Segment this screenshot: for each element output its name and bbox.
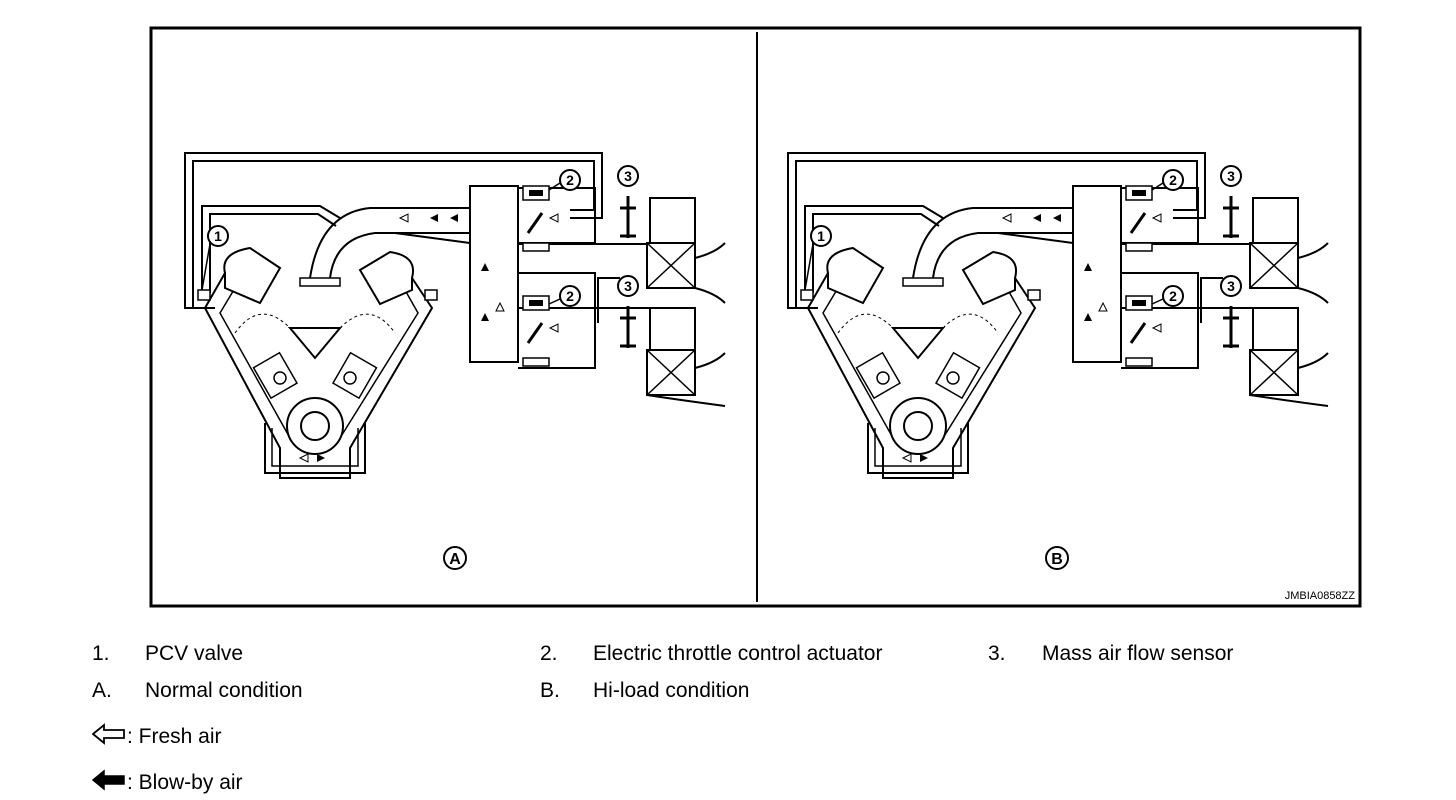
legend-num-1: 1. bbox=[92, 642, 110, 665]
callout-1-a: 1 bbox=[214, 228, 222, 244]
legend-text-hi-load: Hi-load condition bbox=[593, 679, 750, 702]
panel-b-diagram bbox=[786, 151, 1330, 480]
legend-text-maf-sensor: Mass air flow sensor bbox=[1042, 642, 1234, 665]
figure-code: JMBIA0858ZZ bbox=[1285, 590, 1356, 602]
legend-blowby-air: : Blow-by air bbox=[127, 771, 243, 794]
solid-arrow-left-icon bbox=[92, 769, 125, 791]
figure-frame bbox=[149, 26, 1362, 608]
legend-text-normal: Normal condition bbox=[145, 679, 303, 702]
panel-a-diagram bbox=[183, 151, 727, 480]
panel-b-label: B bbox=[1051, 551, 1063, 568]
legend-num-a: A. bbox=[92, 679, 112, 702]
callout-3-a-top: 3 bbox=[624, 168, 632, 184]
legend-num-b: B. bbox=[540, 679, 560, 702]
pcv-diagram-figure: 1 2 3 2 3 1 2 3 2 3 A B JMBIA0858ZZ bbox=[149, 26, 1362, 608]
callout-3-b-top: 3 bbox=[1227, 168, 1235, 184]
callout-2-a-top: 2 bbox=[566, 172, 574, 188]
callout-2-b-top: 2 bbox=[1169, 172, 1177, 188]
legend-num-2: 2. bbox=[540, 642, 558, 665]
hollow-arrow-left-icon bbox=[92, 723, 125, 745]
legend-num-3: 3. bbox=[988, 642, 1006, 665]
callout-2-a-bottom: 2 bbox=[566, 288, 574, 304]
legend-fresh-air: : Fresh air bbox=[127, 725, 222, 748]
panel-a-label: A bbox=[449, 551, 461, 568]
callout-3-a-bottom: 3 bbox=[624, 278, 632, 294]
callout-1-b: 1 bbox=[817, 228, 825, 244]
legend-text-pcv-valve: PCV valve bbox=[145, 642, 244, 665]
callout-2-b-bottom: 2 bbox=[1169, 288, 1177, 304]
legend-text-throttle-actuator: Electric throttle control actuator bbox=[593, 642, 883, 665]
callout-3-b-bottom: 3 bbox=[1227, 278, 1235, 294]
